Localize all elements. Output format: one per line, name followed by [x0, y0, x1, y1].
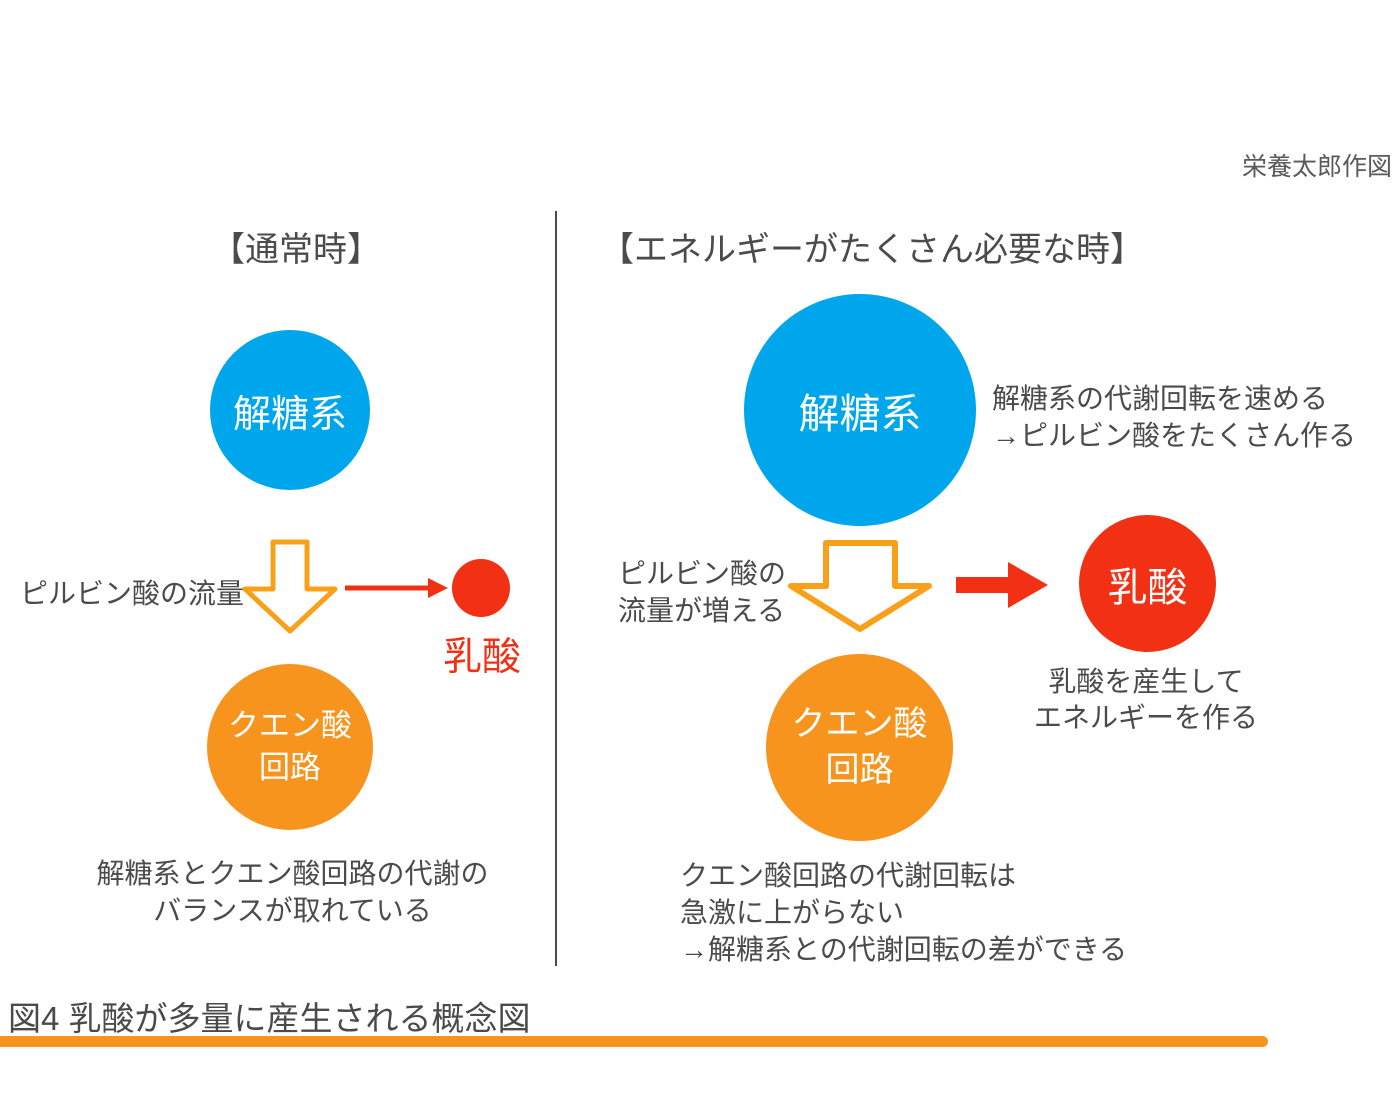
citric-note-line3: →解糖系との代謝回転の差ができる: [680, 934, 1128, 966]
glycolysis-label-left: 解糖系: [232, 393, 347, 436]
down-arrow-icon-left: [240, 539, 340, 635]
citric-note-line1: クエン酸回路の代謝回転は: [680, 860, 1017, 891]
balance-note-line1: 解糖系とクエン酸回路の代謝の: [96, 858, 489, 889]
citric-label-line1-left: クエン酸: [228, 708, 352, 744]
glycolysis-note-line2: →ピルビン酸をたくさん作る: [992, 420, 1357, 452]
pyruvate-flow-increase-label: ピルビン酸の 流量が増える: [618, 555, 786, 629]
balance-note: 解糖系とクエン酸回路の代謝の バランスが取れている: [55, 855, 530, 929]
lactate-note-line2: エネルギーを作る: [1033, 702, 1258, 734]
citric-note-line2: 急激に上がらない: [680, 897, 905, 929]
credit-text: 栄養太郎作図: [1241, 153, 1392, 181]
pyruvate-flow-label: ピルビン酸の流量: [20, 578, 245, 609]
lactate-label-left: 乳酸: [442, 636, 521, 679]
thick-right-arrow-icon: [956, 559, 1050, 611]
figure-caption: 図4 乳酸が多量に産生される概念図: [8, 1000, 531, 1037]
left-panel-title: 【通常時】: [211, 231, 381, 269]
lactate-circle: 乳酸: [1079, 515, 1216, 652]
lactate-dot: [452, 559, 510, 617]
balance-note-line2: バランスが取れている: [153, 895, 432, 927]
glycolysis-circle-right: 解糖系: [744, 294, 976, 526]
citric-acid-cycle-circle-left: クエン酸 回路: [207, 664, 373, 830]
glycolysis-circle-left: 解糖系: [210, 330, 370, 490]
citric-label-line2-left: 回路: [259, 750, 321, 785]
lactate-label-right: 乳酸: [1107, 565, 1188, 610]
citric-label-line2-right: 回路: [825, 750, 894, 789]
glycolysis-label-right: 解糖系: [798, 391, 922, 437]
lactate-note: 乳酸を産生して エネルギーを作る: [1003, 664, 1289, 737]
glycolysis-note: 解糖系の代謝回転を速める →ピルビン酸をたくさん作る: [992, 380, 1356, 454]
caption-underline: [0, 1036, 1268, 1047]
glycolysis-note-line1: 解糖系の代謝回転を速める: [992, 383, 1329, 414]
panel-divider: [555, 211, 557, 966]
pyruvate-increase-line1: ピルビン酸の: [618, 558, 787, 589]
citric-label-line1-right: クエン酸: [791, 704, 928, 743]
right-panel-title: 【エネルギーがたくさん必要な時】: [600, 231, 1144, 269]
citric-acid-cycle-circle-right: クエン酸 回路: [766, 654, 953, 841]
lactate-note-line1: 乳酸を産生して: [1048, 666, 1244, 697]
citric-cycle-note: クエン酸回路の代謝回転は 急激に上がらない →解糖系との代謝回転の差ができる: [680, 857, 1127, 969]
right-arrow-icon: [344, 575, 450, 601]
down-arrow-icon-right: [787, 540, 933, 633]
pyruvate-increase-line2: 流量が増える: [618, 595, 786, 627]
